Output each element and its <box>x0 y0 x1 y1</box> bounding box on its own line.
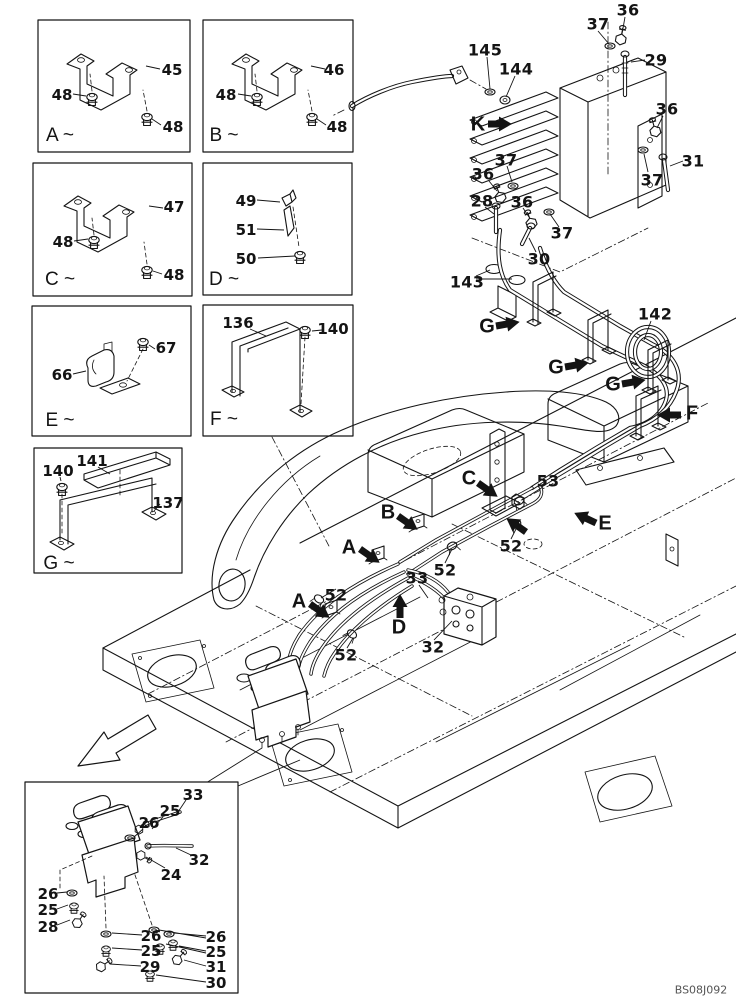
view-tag-a: A ~ <box>46 125 74 146</box>
main-leader-lines <box>205 16 684 787</box>
view-tag-d: D ~ <box>208 269 240 290</box>
view-letter-a: A <box>291 590 307 613</box>
callout-48: 48 <box>162 118 184 136</box>
view-tag-f: F ~ <box>210 409 238 430</box>
callout-36: 36 <box>616 0 640 20</box>
detail-box-a <box>37 19 191 153</box>
callout-36: 36 <box>471 164 495 184</box>
view-tag-c: C ~ <box>44 269 76 290</box>
callout-143: 143 <box>449 272 485 292</box>
callout-32: 32 <box>188 851 210 869</box>
view-letter-a: A <box>341 536 357 559</box>
callout-47: 47 <box>163 198 185 216</box>
detail-box-e <box>31 305 192 437</box>
callout-51: 51 <box>235 221 257 239</box>
view-letter-c: C <box>461 467 477 490</box>
boom-hose <box>331 65 511 117</box>
detail-box-d <box>202 162 353 296</box>
view-direction-arrow <box>77 714 157 767</box>
callout-45: 45 <box>161 61 183 79</box>
callout-28: 28 <box>470 191 494 211</box>
callout-26: 26 <box>205 928 227 946</box>
callout-49: 49 <box>235 192 257 210</box>
callout-67: 67 <box>155 339 177 357</box>
callout-25: 25 <box>37 901 59 919</box>
callout-32: 32 <box>421 637 445 657</box>
view-tag-b: B ~ <box>209 125 239 146</box>
view-letter-b: B <box>380 501 396 524</box>
callout-52: 52 <box>334 645 358 665</box>
callout-140: 140 <box>317 320 349 338</box>
callout-48: 48 <box>52 233 74 251</box>
callout-37: 37 <box>586 14 610 34</box>
detail-box-f <box>202 304 354 437</box>
callout-30: 30 <box>205 974 227 992</box>
solenoid-valve-block <box>438 587 497 646</box>
callout-26: 26 <box>140 927 162 945</box>
view-letter-d: D <box>391 616 407 639</box>
view-letter-g: G <box>605 373 621 396</box>
boom-arm <box>211 390 620 610</box>
control-valve-assembly <box>469 57 667 322</box>
callout-52: 52 <box>499 536 523 556</box>
callout-26: 26 <box>138 814 160 832</box>
pilot-pipes <box>286 227 681 678</box>
callout-144: 144 <box>498 59 534 79</box>
callout-36: 36 <box>655 99 679 119</box>
callout-46: 46 <box>323 61 345 79</box>
callout-37: 37 <box>494 150 518 170</box>
pilot-valve-main <box>236 645 311 749</box>
callout-48: 48 <box>326 118 348 136</box>
view-letter-g: G <box>479 315 495 338</box>
callout-30: 30 <box>527 249 551 269</box>
view-letter-e: E <box>598 512 612 535</box>
callout-52: 52 <box>324 585 348 605</box>
callout-25: 25 <box>140 942 162 960</box>
callout-25: 25 <box>159 802 181 820</box>
callout-48: 48 <box>51 86 73 104</box>
detail-box-b <box>202 19 354 153</box>
callout-25: 25 <box>205 943 227 961</box>
callout-140: 140 <box>42 462 74 480</box>
view-tag-e: E ~ <box>45 410 75 431</box>
view-letter-k: K <box>470 113 486 136</box>
callout-137: 137 <box>152 494 184 512</box>
callout-36: 36 <box>510 192 534 212</box>
callout-145: 145 <box>467 40 503 60</box>
detail-box-g <box>33 447 183 574</box>
callout-48: 48 <box>163 266 185 284</box>
callout-142: 142 <box>637 304 673 324</box>
callout-136: 136 <box>222 314 254 332</box>
drawing-id: BS08J092 <box>674 983 728 997</box>
callout-33: 33 <box>405 568 429 588</box>
callout-31: 31 <box>681 151 705 171</box>
detail-box-c <box>32 162 193 297</box>
pipe-clamp-brackets <box>309 271 677 644</box>
view-letter-f: F <box>685 402 699 425</box>
callout-24: 24 <box>160 866 182 884</box>
callout-141: 141 <box>76 452 108 470</box>
callout-26: 26 <box>37 885 59 903</box>
inset-detail-box <box>24 781 239 994</box>
view-tag-g: G ~ <box>43 553 75 574</box>
callout-37: 37 <box>550 223 574 243</box>
callout-37: 37 <box>640 170 664 190</box>
callout-50: 50 <box>235 250 257 268</box>
valve-fittings <box>485 21 671 286</box>
callout-53: 53 <box>536 471 560 491</box>
callout-31: 31 <box>205 958 227 976</box>
callout-29: 29 <box>644 50 668 70</box>
callout-33: 33 <box>182 786 204 804</box>
callout-28: 28 <box>37 918 59 936</box>
callout-66: 66 <box>51 366 73 384</box>
view-letter-g: G <box>548 356 564 379</box>
callout-48: 48 <box>215 86 237 104</box>
callout-52: 52 <box>433 560 457 580</box>
callout-29: 29 <box>139 958 161 976</box>
